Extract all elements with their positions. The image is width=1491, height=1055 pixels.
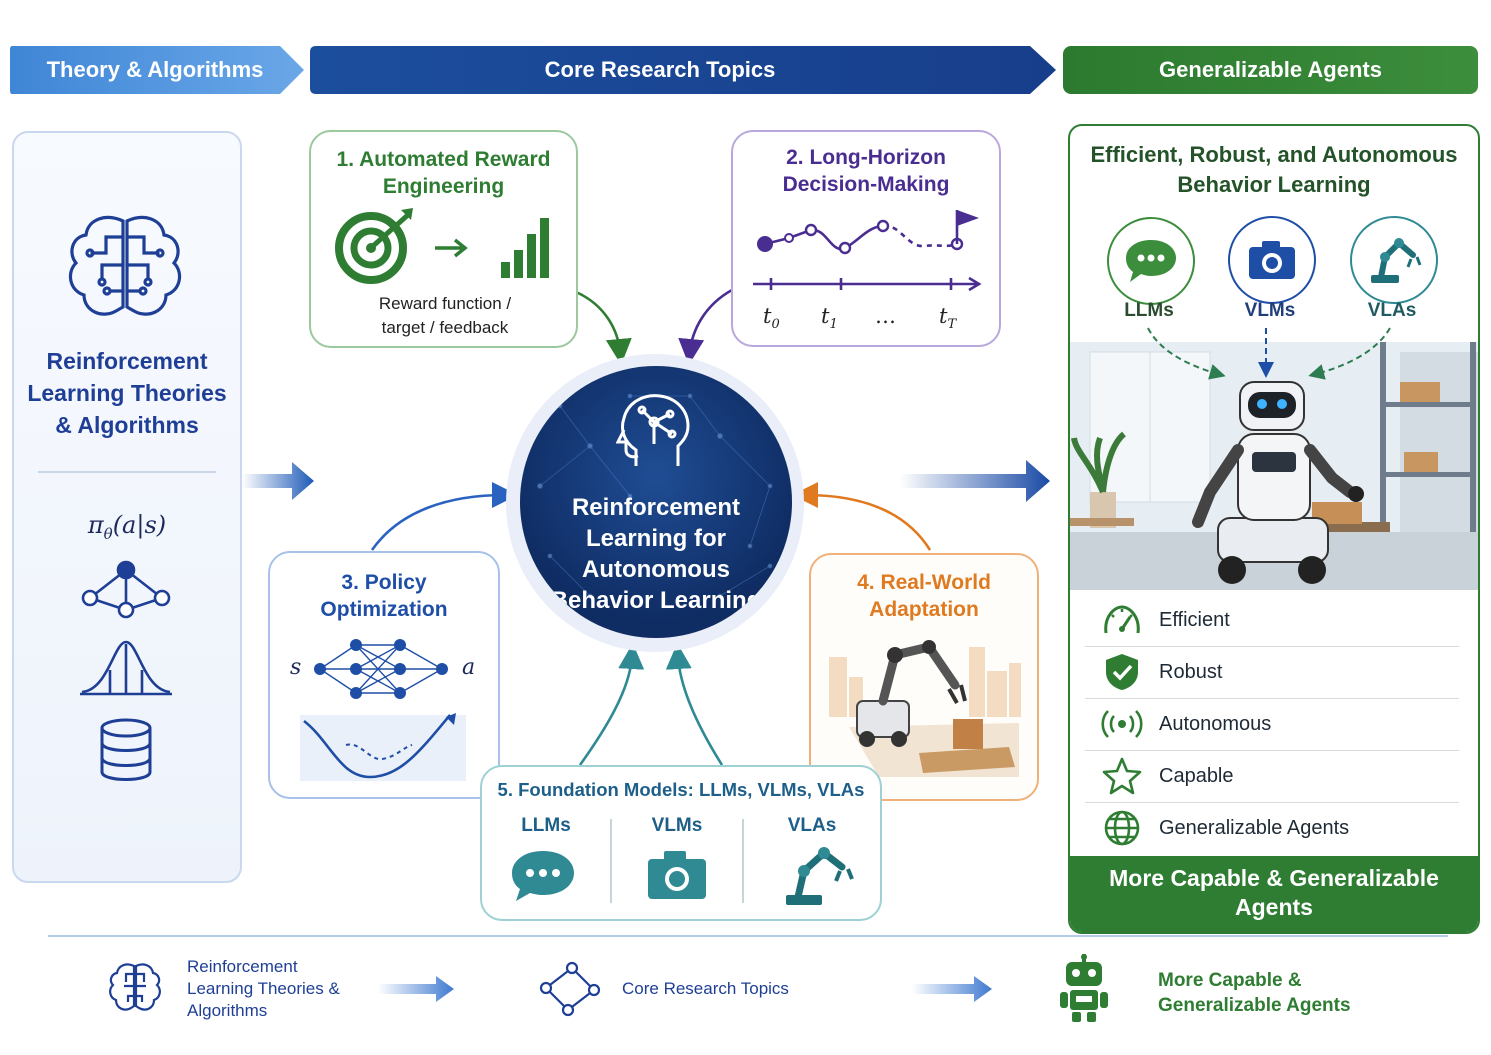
warehouse-scene (1070, 342, 1478, 590)
right-panel-footer: More Capable & Generalizable Agents (1070, 856, 1478, 932)
topic-long-horizon: 2. Long-Horizon Decision-Making t0 t1 … … (731, 130, 1001, 347)
policy-input-label: s (290, 655, 302, 680)
robot-arm-icon (786, 847, 854, 905)
globe-icon (1104, 810, 1140, 846)
chat-bubble-icon (1126, 240, 1176, 282)
bar-chart-icon (501, 218, 549, 278)
right-panel-footer-text: More Capable & Generalizable Agents (1109, 865, 1439, 920)
graph-icon-small (539, 961, 601, 1017)
quality-efficient-label: Efficient (1159, 608, 1230, 631)
loss-curve-icon (300, 713, 466, 781)
robot-arm-scene (829, 640, 1021, 777)
quality-autonomous-label: Autonomous (1159, 712, 1272, 735)
time-labels: t0 t1 … tT (733, 304, 999, 334)
time-label-tT: tT (939, 304, 957, 333)
quality-robust-label: Robust (1159, 660, 1223, 683)
arrow-icon (435, 238, 468, 258)
camera-icon (648, 851, 706, 899)
policy-formula: πθ(a|s) (87, 511, 167, 543)
camera-icon (1249, 241, 1295, 279)
flag-icon (957, 210, 979, 226)
topic5-title: 5. Foundation Models: LLMs, VLMs, VLAs (497, 779, 865, 800)
robot-icon (1060, 954, 1108, 1022)
right-vlas-label: VLAs (1367, 300, 1417, 321)
bottom-step1-label: Reinforcement Learning Theories & Algori… (187, 957, 340, 1020)
shield-check-icon (1106, 654, 1138, 690)
database-icon (100, 718, 152, 781)
vlms-badge (1228, 216, 1316, 304)
robot-scene-illustration (1070, 342, 1478, 590)
fm-vlas-label: VLAs (787, 815, 837, 836)
topic4-title: 4. Real-World Adaptation (857, 571, 991, 621)
center-title: Reinforcement Learning for Autonomous Be… (550, 494, 762, 614)
divider (742, 819, 744, 903)
humanoid-robot (1192, 381, 1364, 584)
speedometer-icon (1104, 605, 1140, 634)
header-agents: Generalizable Agents (1159, 57, 1382, 82)
quality-robust: Robust (1085, 646, 1459, 699)
bottom-step3-label: More Capable & Generalizable Agents (1158, 970, 1351, 1016)
dashed-arrows (1147, 327, 1391, 380)
quality-capable-label: Capable (1159, 764, 1234, 787)
left-divider (38, 471, 216, 473)
signal-icon (1101, 710, 1143, 738)
header-theory: Theory & Algorithms (46, 57, 264, 82)
network-bg (537, 393, 773, 599)
quality-generalizable-label: Generalizable Agents (1159, 816, 1350, 839)
topic-policy-optimization: 3. Policy Optimization s a (268, 551, 500, 799)
quality-autonomous: Autonomous (1085, 698, 1459, 751)
bottom-step2-label: Core Research Topics (622, 979, 789, 998)
topic2-title: 2. Long-Horizon Decision-Making (782, 146, 950, 196)
topic3-title: 3. Policy Optimization (320, 571, 448, 621)
topic-real-world-adaptation: 4. Real-World Adaptation (809, 553, 1039, 801)
policy-output-label: a (462, 655, 476, 680)
trajectory-icon (753, 210, 982, 292)
quality-efficient: Efficient (1085, 594, 1459, 647)
chat-bubble-icon (512, 851, 574, 901)
divider (610, 819, 612, 903)
time-label-t0: t0 (763, 304, 780, 333)
right-llms-label: LLMs (1124, 300, 1174, 321)
header-core: Core Research Topics (544, 57, 776, 82)
graph-icon (81, 560, 171, 619)
right-vlms-label: VLMs (1244, 300, 1296, 321)
quality-generalizable: Generalizable Agents (1085, 802, 1459, 854)
head-brain-icon (616, 394, 690, 466)
time-label-ellipsis: … (875, 304, 896, 328)
reward-icons (335, 208, 549, 284)
time-label-t1: t1 (821, 304, 838, 333)
right-panel-title: Efficient, Robust, and Autonomous Behavi… (1090, 142, 1458, 197)
topic-reward-engineering: 1. Automated Reward Engineering Reward f… (309, 130, 578, 348)
brain-icon-small (109, 963, 161, 1011)
left-panel-title: Reinforcement Learning Theories & Algori… (27, 348, 227, 438)
left-panel: Reinforcement Learning Theories & Algori… (12, 131, 242, 883)
topic1-caption: Reward function / target / feedback (378, 294, 512, 337)
vlas-badge (1350, 216, 1438, 304)
llms-badge (1107, 217, 1195, 305)
mobile-robot (856, 640, 967, 747)
fm-llms-label: LLMs (521, 815, 571, 836)
target-icon (335, 208, 413, 284)
topic1-title: 1. Automated Reward Engineering (336, 148, 551, 198)
robot-arm-icon (1371, 238, 1422, 283)
distribution-icon (80, 640, 172, 696)
fm-vlms-label: VLMs (651, 815, 703, 836)
star-icon (1102, 757, 1142, 795)
header-arrows (10, 46, 1478, 94)
brain-icon (68, 215, 182, 316)
center-circle: Reinforcement Learning for Autonomous Be… (520, 366, 792, 638)
topic-foundation-models: 5. Foundation Models: LLMs, VLMs, VLAs L… (480, 765, 882, 921)
neural-net-icon (314, 639, 448, 699)
quality-capable: Capable (1085, 750, 1459, 803)
